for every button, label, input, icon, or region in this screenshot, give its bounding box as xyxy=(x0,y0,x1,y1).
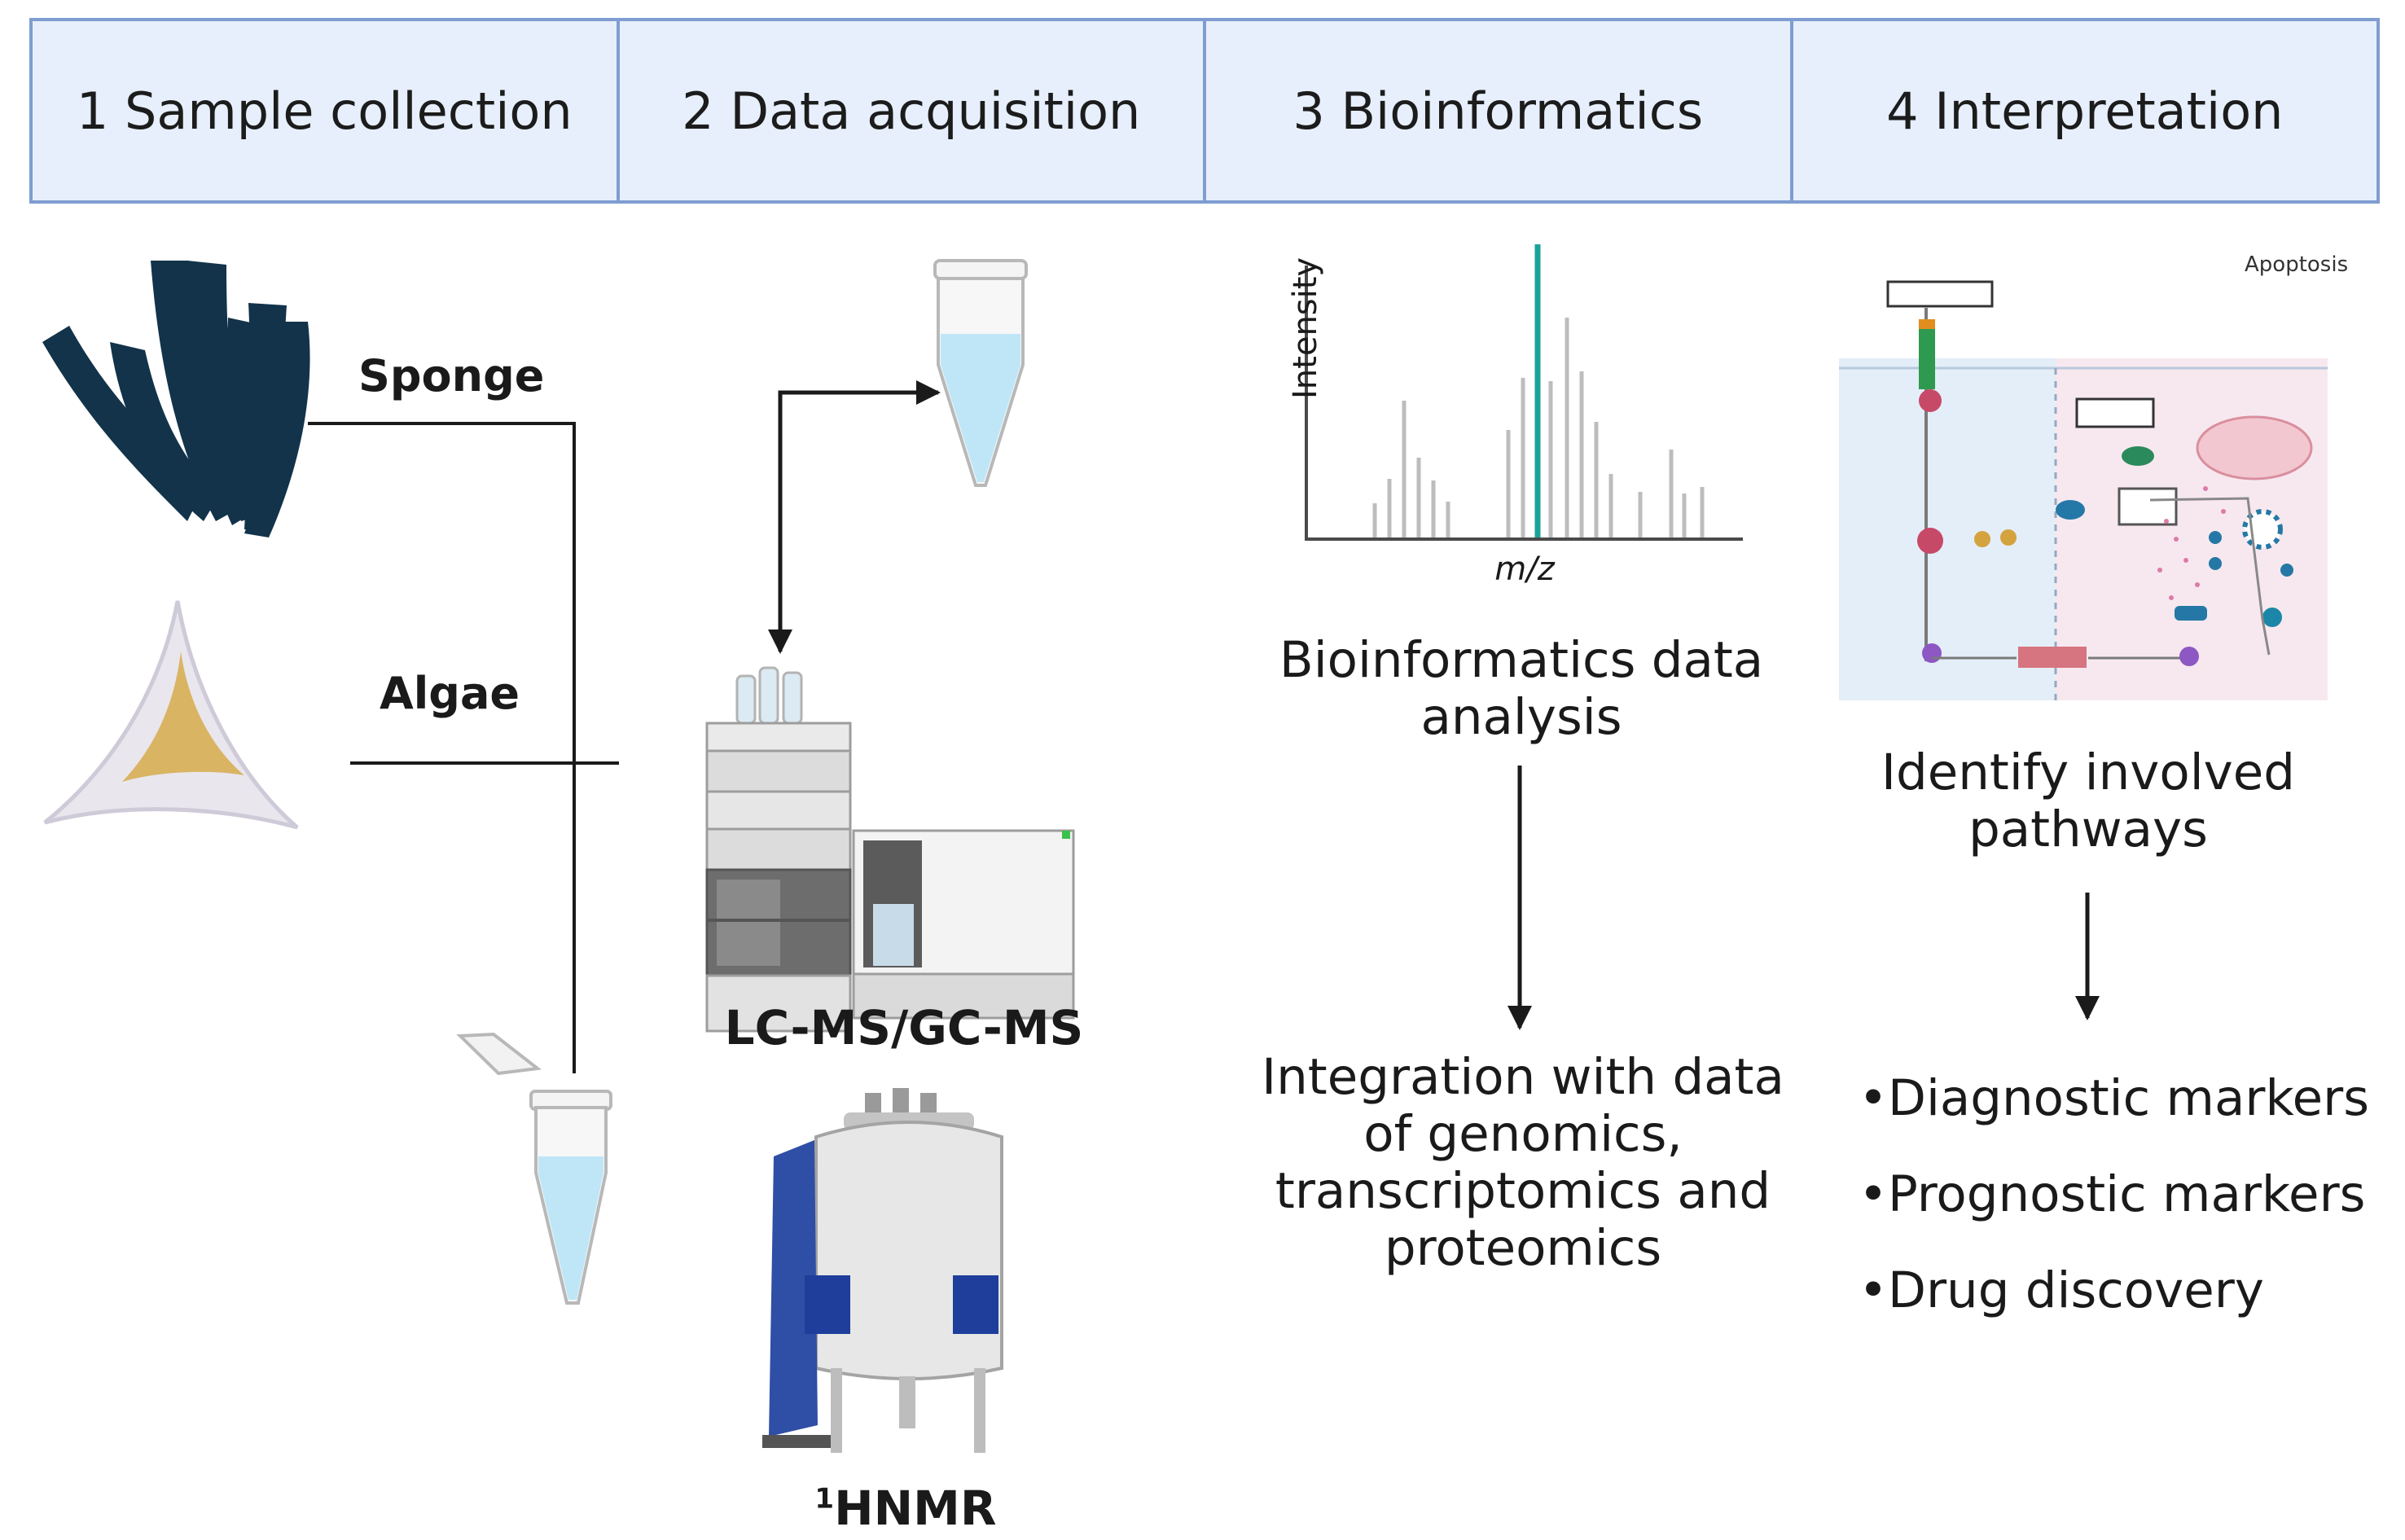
nmr-label: 1HNMR xyxy=(814,1481,996,1536)
microtube-open-icon xyxy=(456,1032,612,1305)
outcome-drug-discovery: •Drug discovery xyxy=(1859,1261,2264,1319)
stage-bioinformatics: 3 Bioinformatics xyxy=(1206,18,1793,204)
integration-line-2: of genomics, xyxy=(1363,1105,1683,1163)
outcome-prognostic-markers: •Prognostic markers xyxy=(1859,1165,2366,1223)
outcome-list: •Diagnostic markers •Prognostic markers … xyxy=(1859,1051,2369,1339)
stage-interpretation: 4 Interpretation xyxy=(1793,18,2380,204)
spectrum-peaks xyxy=(1372,244,1705,537)
pathway-title: Apoptosis xyxy=(2245,252,2348,277)
outcome-diagnostic-markers: •Diagnostic markers xyxy=(1859,1069,2369,1127)
sponge-label: Sponge xyxy=(358,350,545,401)
nmr-magnet-icon xyxy=(762,1088,1003,1453)
spectrum-x-axis-label: m/z xyxy=(1494,551,1555,588)
integration-line-3: transcriptomics and xyxy=(1275,1162,1771,1220)
stage-sample-collection: 1 Sample collection xyxy=(29,18,620,204)
lcms-instrument-icon xyxy=(705,666,1075,1033)
identify-line-2: pathways xyxy=(1968,801,2208,858)
analysis-line-1: Bioinformatics data xyxy=(1279,631,1764,689)
nmr-label-text: HNMR xyxy=(834,1481,997,1536)
stage-data-acquisition: 2 Data acquisition xyxy=(619,18,1206,204)
identify-pathways-text: Identify involved pathways xyxy=(1836,744,2341,858)
apoptosis-pathway-map-icon xyxy=(1839,280,2328,700)
integration-line-1: Integration with data xyxy=(1262,1048,1784,1106)
mass-spectrum-chart xyxy=(1305,244,1743,541)
tube-instrument-arrow xyxy=(768,380,941,654)
integration-line-4: proteomics xyxy=(1384,1219,1662,1277)
integration-text: Integration with data of genomics, trans… xyxy=(1238,1049,1808,1277)
identify-line-1: Identify involved xyxy=(1881,744,2295,801)
bioinformatics-analysis-text: Bioinformatics data analysis xyxy=(1269,632,1774,746)
sponge-icon xyxy=(42,261,310,537)
spectrum-y-axis-label: Intensity xyxy=(1287,257,1324,399)
microtube-closed-icon xyxy=(933,259,1028,487)
lcms-label: LC-MS/GC-MS xyxy=(724,1000,1084,1055)
analysis-line-2: analysis xyxy=(1420,688,1622,746)
algae-label: Algae xyxy=(380,668,520,719)
algae-icon xyxy=(43,600,299,830)
sample-connector-lines xyxy=(308,422,619,1073)
stage-header: 1 Sample collection 2 Data acquisition 3… xyxy=(29,18,2380,207)
nmr-superscript: 1 xyxy=(814,1482,835,1516)
